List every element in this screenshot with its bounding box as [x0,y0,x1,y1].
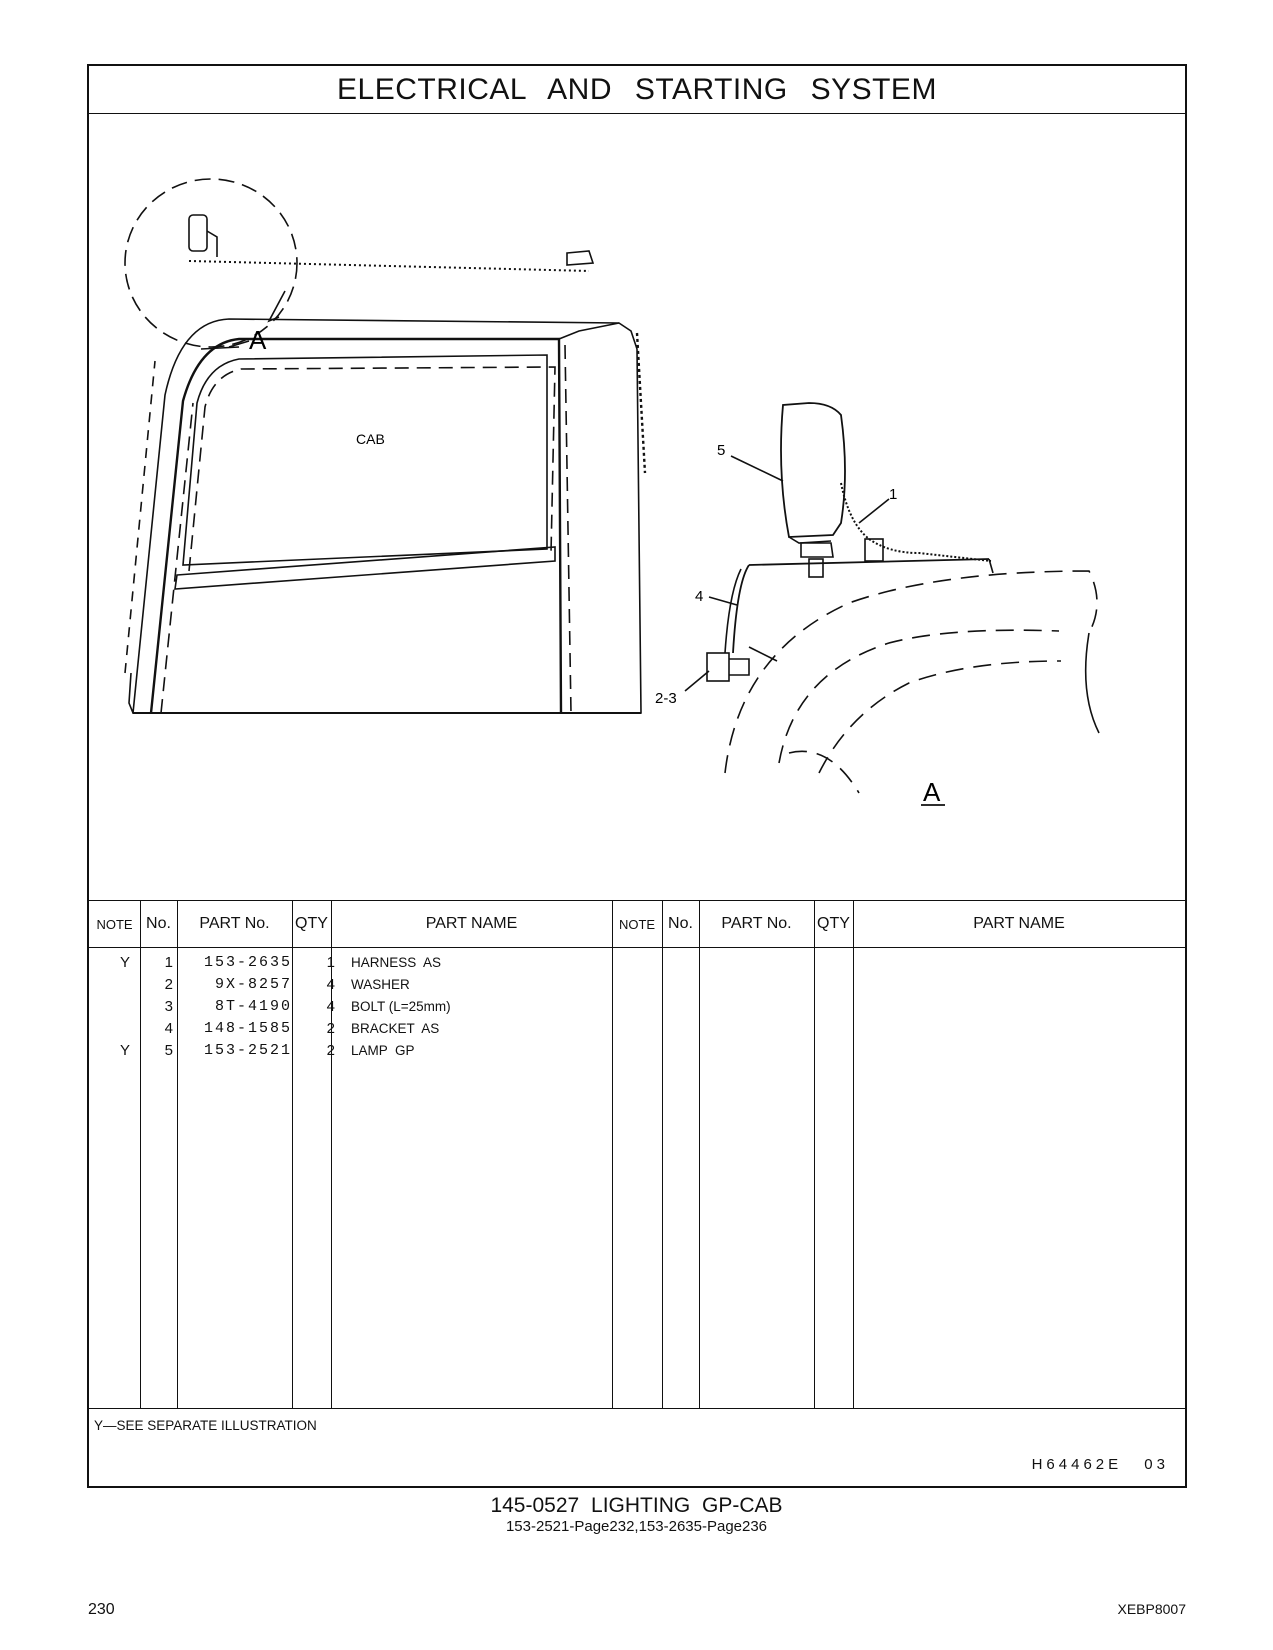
leader-1 [858,498,890,524]
detail-lamp-base [788,536,832,544]
cab-rear-dash [564,344,572,714]
detail-bracket-arm-inner [724,568,742,654]
catalog-frame: ELECTRICAL AND STARTING SYSTEM [87,64,1187,1488]
parts-illustration: A CAB 5 1 4 2-3 A [89,113,1185,900]
header-qty: QTY [295,915,328,932]
section-title: ELECTRICAL AND STARTING SYSTEM [89,66,1185,114]
detail-bolt-head [706,652,730,682]
header-part-name: PART NAME [425,915,518,932]
row-part-name: HARNESS AS [351,955,442,970]
row-qty: 4 [326,998,335,1015]
table-row: Y 1 153-2635 1 HARNESS AS [89,951,1185,974]
view-arrow-head [267,290,286,323]
header-qty-2: QTY [817,915,850,932]
cab-front-dash [124,360,156,674]
row-part-name: LAMP GP [351,1043,415,1058]
callout-1: 1 [889,486,897,503]
row-part-no: 9X-8257 [214,976,292,993]
detail-nut-left [808,558,824,578]
row-note [89,995,142,1018]
illustration-drawing: A CAB 5 1 4 2-3 A [124,178,1100,807]
header-part-no-2: PART No. [721,915,792,932]
row-part-no: 148-1585 [203,1020,292,1037]
detail-fender-arch [818,660,1062,774]
row-part-name: WASHER [351,977,410,992]
callout-2-3: 2-3 [655,690,677,707]
view-arrow-line [228,340,250,348]
header-note-2: NOTE [618,916,656,932]
row-qty: 4 [326,976,335,993]
row-qty: 1 [326,954,335,971]
detail-nut-right [864,538,884,562]
detail-fender-lower [788,750,860,794]
detail-lamp-bellows [800,542,834,558]
row-part-name: BOLT (L=25mm) [351,999,451,1014]
row-note [89,1017,142,1040]
illustration-code: H64462E 03 [1031,1456,1169,1473]
cab-outline [132,318,642,714]
parts-table: NOTE No. PART No. QTY PART NAME NOTE No.… [89,900,1185,1409]
cab-label: CAB [356,431,385,447]
table-row: Y 5 153-2521 2 LAMP GP [89,1039,1185,1062]
header-no-2: No. [668,915,693,932]
row-qty: 2 [326,1020,335,1037]
cab-window-dash [188,366,556,572]
cab-door-frame [149,337,563,714]
footnote: Y—SEE SEPARATE ILLUSTRATION [94,1418,317,1433]
row-no: 5 [164,1042,173,1059]
view-label: A [249,325,267,355]
group-title: 145-0527 LIGHTING GP-CAB [490,1494,783,1517]
table-row: 2 9X-8257 4 WASHER [89,973,1185,996]
detail-bracket-top [748,558,990,566]
leader-5 [730,455,784,482]
detail-label: A [923,777,941,807]
callout-4: 4 [695,588,703,605]
row-note: Y [119,954,130,971]
view-circle [124,178,298,348]
row-part-name: BRACKET AS [351,1021,440,1036]
row-part-no: 153-2521 [203,1042,292,1059]
callout-5: 5 [717,442,725,459]
detail-fender-edge [1084,632,1100,734]
header-part-no: PART No. [199,915,270,932]
detail-fender-outer [724,570,1098,774]
front-lamp-mount [206,230,218,257]
cab-handle [128,672,134,714]
document-id: XEBP8007 [1117,1601,1187,1617]
row-part-no: 8T-4190 [214,998,292,1015]
cab-door-sill [174,546,556,590]
front-lamp [188,214,208,252]
group-references: 153-2521-Page232,153-2635-Page236 [505,1518,768,1535]
row-part-no: 153-2635 [203,954,292,971]
detail-bracket-arm [732,564,750,654]
row-no: 2 [164,976,173,993]
detail-harness [840,482,992,562]
cab-roof-edge [558,322,620,340]
leader-2-3 [684,670,710,692]
leader-4 [708,596,738,606]
header-note: NOTE [96,916,133,932]
header-part-name-2: PART NAME [973,915,1065,932]
row-no: 3 [164,998,173,1015]
row-no: 4 [164,1020,173,1037]
cab-rear-harness [635,332,647,474]
header-no: No. [146,915,171,932]
rear-lamp [566,250,595,266]
detail-bolt-shank [729,658,750,676]
detail-fender-inner [778,629,1060,764]
row-note [89,973,142,996]
table-row: 3 8T-4190 4 BOLT (L=25mm) [89,995,1185,1018]
detail-lamp-body [780,402,846,538]
row-note: Y [119,1042,130,1059]
row-no: 1 [164,954,173,971]
cab-window [182,354,548,566]
row-qty: 2 [326,1042,335,1059]
cab-pillar-dash [160,402,194,714]
page-number: 230 [88,1601,115,1618]
detail-harness-end [988,558,994,574]
view-arrow-base [200,346,240,350]
table-row: 4 148-1585 2 BRACKET AS [89,1017,1185,1040]
roof-harness [188,260,590,272]
